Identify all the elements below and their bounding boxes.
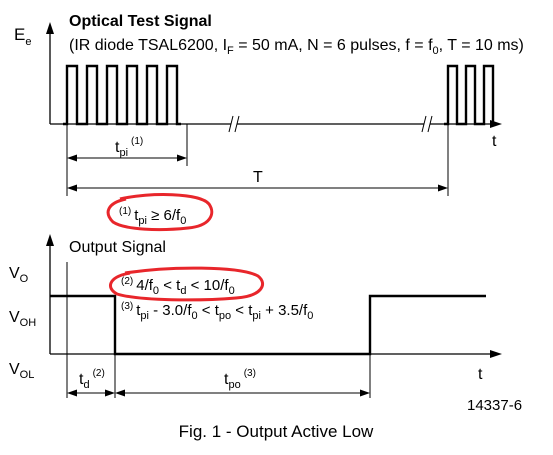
top-axis-break-1b [234,115,240,133]
td-arrow-left [67,389,77,397]
top-plot-title: Optical Test Signal [69,13,212,30]
note3-text: (3)tpi - 3.0/f0 < tpo < tpi + 3.5/f0 [121,301,313,322]
tpi-label: tpi(1) [115,136,143,159]
top-plot-spec: (IR diode TSAL6200, IF = 50 mA, N = 6 pu… [69,37,524,57]
top-y-axis-arrow [46,22,54,34]
bottom-x-axis-arrow [490,350,502,358]
period-arrow-right [438,184,448,192]
bottom-plot-title: Output Signal [69,239,166,256]
optical-pulse-burst-2 [444,64,497,126]
top-axis-break-1a [228,115,234,133]
figure-id: 14337-6 [467,397,522,414]
tpo-arrow-right [360,389,370,397]
note2-text: (2)4/f0 < td < 10/f0 [121,276,235,297]
bottom-y-axis-arrow [46,234,54,246]
top-y-axis-label: Ee [14,25,31,48]
td-label: td(2) [79,368,105,391]
level-voh-label: VOH [9,309,36,329]
note2-highlight-circle [109,266,264,302]
tpo-arrow-left [115,389,125,397]
figure-caption: Fig. 1 - Output Active Low [179,422,374,441]
note1-text: (1)tpi ≥ 6/f0 [119,206,186,227]
output-signal-waveform [50,294,486,356]
optical-pulse-train-2 [444,64,497,126]
optical-pulse-train-1 [63,64,181,126]
tpi-arrow-left [67,154,77,162]
tpi-arrow-right [177,154,187,162]
top-x-axis-label: t [492,133,497,150]
top-axis-break-2a [421,115,427,133]
tpo-label: tpo(3) [224,368,256,391]
td-arrow-right [105,389,115,397]
level-vol-label: VOL [9,361,34,381]
period-arrow-left [67,184,77,192]
top-y-axis-label-sub: e [25,36,31,48]
optical-pulse-burst-1 [63,64,181,126]
period-label: T [253,169,263,186]
note1-highlight-circle [106,193,214,232]
top-axis-break-2b [427,115,433,133]
level-vo-label: VO [9,265,29,285]
bottom-x-axis-label: t [478,366,483,383]
